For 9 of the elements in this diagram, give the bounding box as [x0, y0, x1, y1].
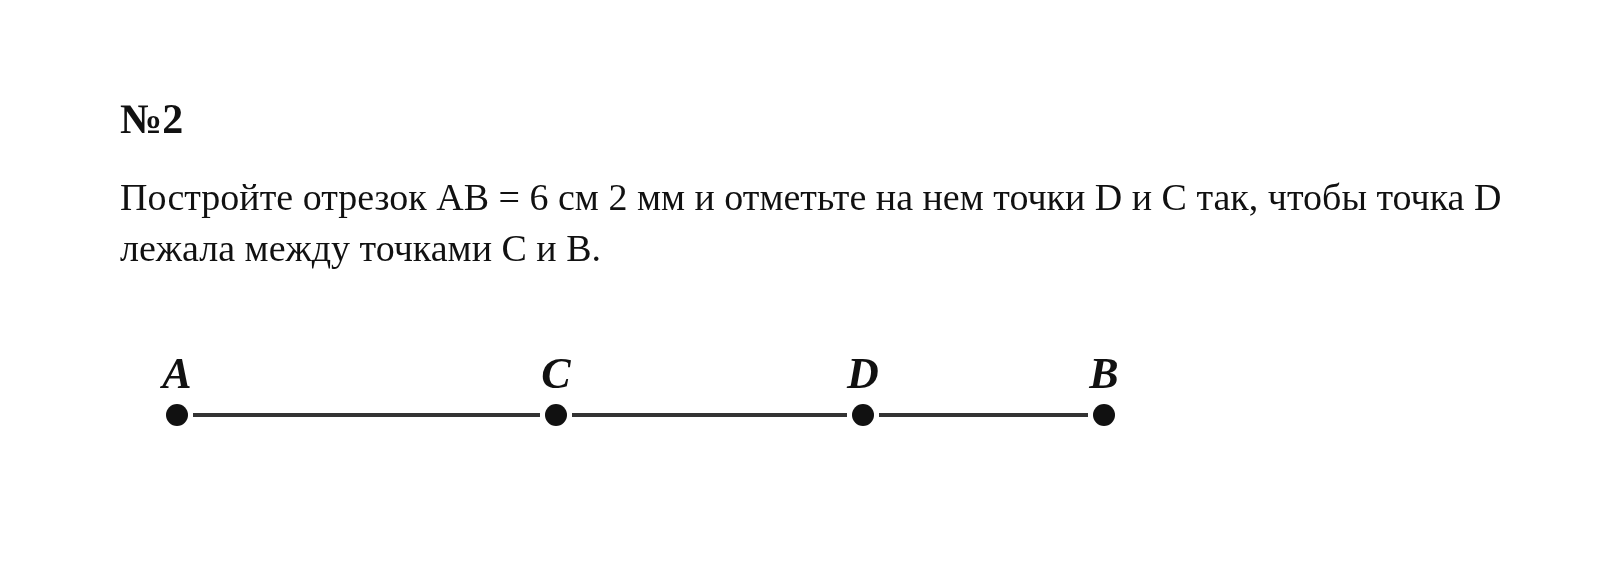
line-segment	[193, 413, 540, 417]
problem-number: №2	[120, 95, 184, 143]
point-label: A	[161, 350, 193, 398]
problem-statement: Постройте отрезок AB = 6 см 2 мм и отметьте на нем точки D и C так, чтобы точка D лежала между точками C и B.	[120, 175, 1503, 271]
point-label: D	[847, 350, 879, 398]
point-label: C	[540, 350, 572, 398]
line-segment	[879, 413, 1088, 417]
line-segment	[572, 413, 847, 417]
point-label: B	[1088, 350, 1120, 398]
